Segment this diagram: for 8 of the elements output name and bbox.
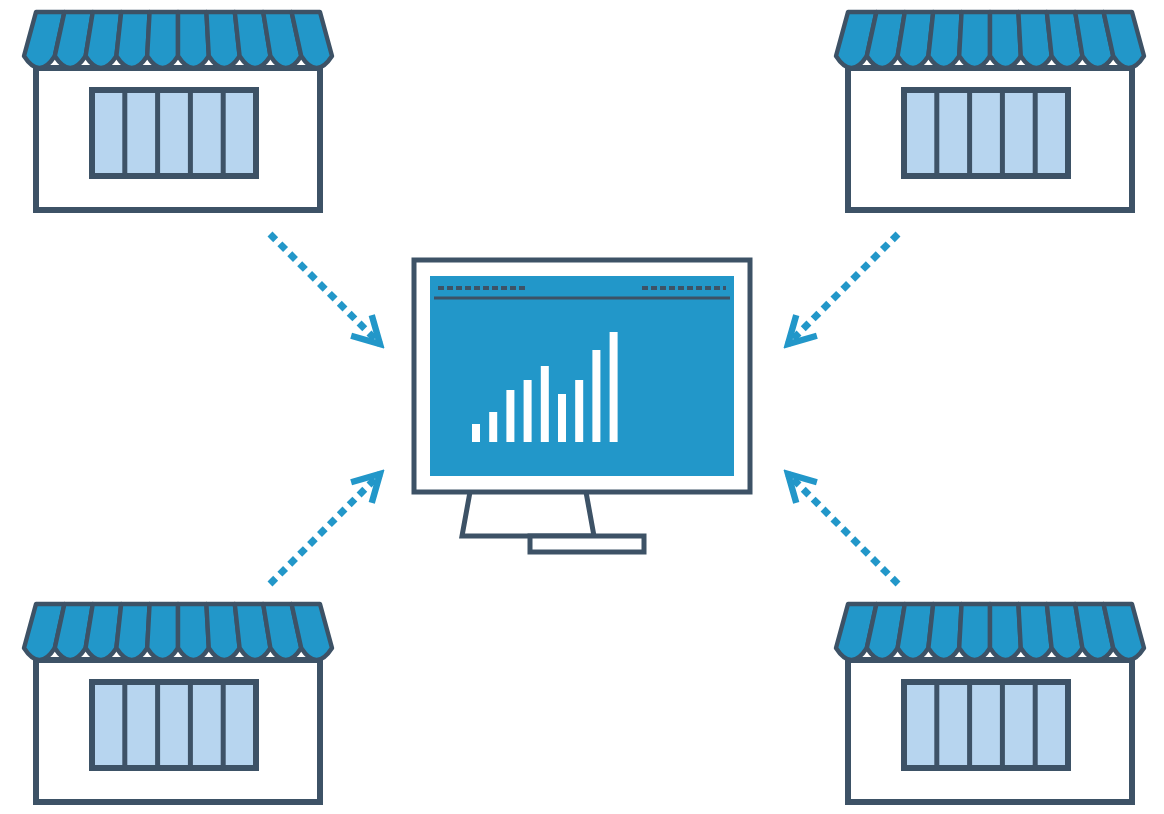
- store-drawing: [832, 600, 1148, 810]
- store-drawing: [832, 8, 1148, 218]
- dotted-arrow: [267, 231, 384, 348]
- store-drawing: [20, 600, 336, 810]
- store-drawing: [20, 8, 336, 218]
- dotted-arrow: [267, 470, 384, 587]
- dotted-arrow: [784, 231, 901, 348]
- dotted-arrow: [784, 470, 901, 587]
